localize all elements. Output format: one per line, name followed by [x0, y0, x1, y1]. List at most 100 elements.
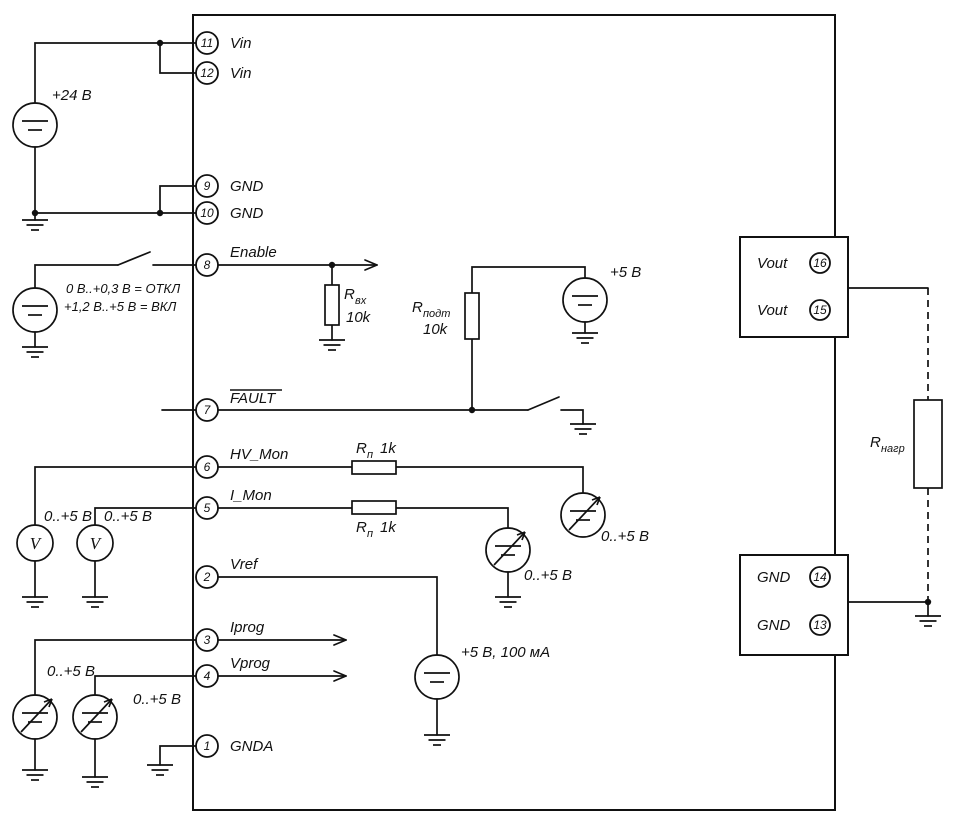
r-in-value: 10k [346, 309, 372, 326]
v24-label: +24 В [52, 87, 92, 104]
pin-number: 16 [813, 256, 827, 270]
pin-number: 1 [204, 739, 211, 753]
hv-set-label: 0..+5 В [601, 528, 649, 545]
pin-left-vref-2: 2 Vref [195, 556, 259, 589]
pin-label: GND [757, 569, 791, 586]
pin-left-gnd-9: 9 GND [195, 174, 264, 198]
ground-icon [21, 769, 49, 781]
module-body [192, 14, 836, 811]
wire-gnda [159, 745, 197, 766]
pin-left-gnd-10: 10 GND [195, 201, 264, 225]
vprog-arrow [333, 670, 347, 682]
voltmeter-hv-icon [16, 524, 54, 562]
wire-branch-vin12 [159, 42, 197, 74]
pin-right-vout-15: Vout 15 [757, 299, 831, 321]
pin-number: 12 [200, 66, 214, 80]
pin-left-vin-11: 11 Vin [195, 31, 251, 55]
gnd-connector-box [739, 554, 849, 656]
i-meter-range-label: 0..+5 В [104, 508, 152, 525]
junction-dot [328, 261, 336, 269]
ground-icon [21, 596, 49, 608]
ground-icon [146, 764, 174, 776]
pin-label: Iprog [230, 619, 265, 636]
pin-number: 8 [204, 258, 211, 272]
enable-condition-1: 0 В..+0,3 В = ОТКЛ [66, 281, 180, 296]
pin-label: GNDA [230, 738, 273, 755]
pin-label: GND [230, 205, 264, 222]
pin-number: 4 [204, 669, 211, 683]
wires [34, 42, 929, 778]
pin-label: HV_Mon [230, 446, 288, 463]
wire-imon-meter [94, 507, 197, 526]
enable-switch-blade [117, 251, 151, 266]
wire-v5-to-rpull [471, 266, 586, 294]
pin-label: Vprog [230, 655, 271, 672]
pin-number: 7 [204, 403, 212, 417]
pin-number: 5 [204, 501, 211, 515]
resistor-r-in [324, 284, 340, 326]
resistor-r-pullup [464, 292, 480, 340]
pin-left-iprog-3: 3 Iprog [195, 619, 265, 652]
ground-icon [81, 596, 109, 608]
pin-left-vprog-4: 4 Vprog [195, 655, 271, 688]
r-load-sub: нагр [881, 443, 905, 455]
vout-connector-box [739, 236, 849, 338]
fault-switch-blade [527, 396, 560, 411]
pin-label: I_Mon [230, 487, 272, 504]
pin-number: 10 [200, 206, 214, 220]
wire-fault-switch-gnd [560, 409, 584, 425]
voltmeter-i-symbol: V [90, 534, 103, 553]
pin-number: 14 [813, 570, 827, 584]
r-load-name: R [870, 434, 881, 451]
pin-left-vin-12: 12 Vin [195, 61, 251, 85]
enable-condition-2: +1,2 В..+5 В = ВКЛ [64, 299, 176, 314]
junction-dot [468, 406, 476, 414]
pin-label: Vout [757, 255, 788, 272]
r-i-value: 1k [380, 519, 397, 536]
v5-ref-label: +5 В, 100 мА [461, 644, 550, 661]
pin-number: 6 [204, 460, 211, 474]
voltmeter-i-icon [76, 524, 114, 562]
pin-number: 15 [813, 303, 827, 317]
pin-left-gnda-1: 1 GNDA [195, 734, 273, 758]
r-hv-value: 1k [380, 440, 397, 457]
resistor-r-load [913, 399, 943, 489]
junction-dot [156, 209, 164, 217]
r-in-sub: вх [355, 295, 367, 307]
dc-source-24v-icon [12, 102, 58, 148]
junction-dot [31, 209, 39, 217]
pin-label: FAULT [230, 390, 277, 407]
enable-arrow [364, 259, 378, 271]
wire-vref [217, 576, 438, 656]
r-pullup-sub: подт [423, 308, 450, 320]
wire-iprog-src [34, 639, 197, 696]
wire-v24-to-vin11 [34, 42, 197, 104]
pin-label: GND [757, 617, 791, 634]
pin-number: 9 [204, 179, 211, 193]
pin-label: Vout [757, 302, 788, 319]
ground-icon [914, 615, 942, 627]
junction-dot [924, 598, 932, 606]
pin-label: Vin [230, 35, 251, 52]
wire-vprog-src [94, 675, 197, 696]
ground-icon [21, 346, 49, 358]
r-hv-sub: п [367, 449, 373, 461]
pin-left-fault-7: 7 FAULT [195, 389, 282, 422]
iprog-arrow [333, 634, 347, 646]
hv-meter-range-label: 0..+5 В [44, 508, 92, 525]
ground-icon [81, 776, 109, 788]
r-i-name: R [356, 519, 367, 536]
pin-right-gnd-13: GND 13 [757, 614, 831, 636]
r-pullup-value: 10k [423, 321, 449, 338]
adjustable-source-vprog-icon [72, 694, 118, 740]
pin-label: Vin [230, 65, 251, 82]
pin-number: 11 [201, 36, 213, 50]
wire-hvmon-meter [34, 466, 197, 526]
pin-number: 2 [203, 570, 211, 584]
junction-dot [156, 39, 164, 47]
pin-left-enable-8: 8 Enable [195, 244, 277, 277]
r-i-sub: п [367, 528, 373, 540]
pin-right-vout-16: Vout 16 [757, 252, 831, 274]
